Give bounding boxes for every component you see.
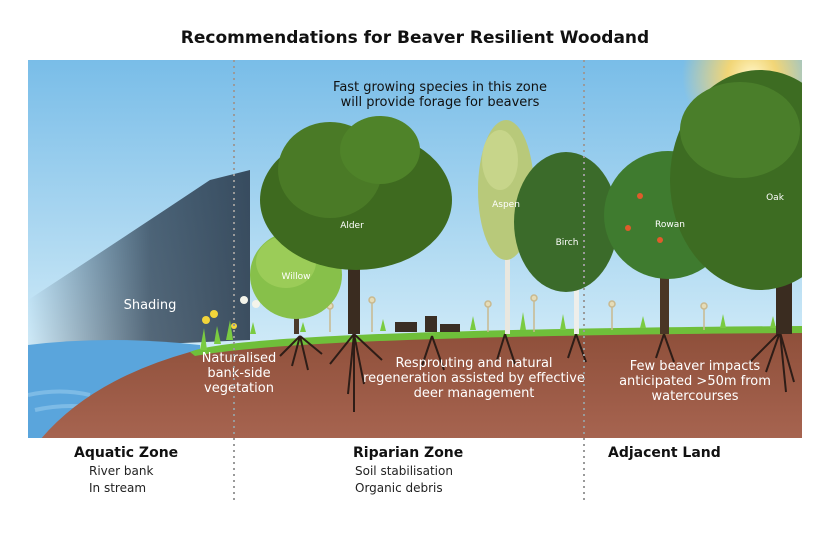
page-title: Recommendations for Beaver Resilient Woo… (180, 28, 650, 48)
zone-item-soil-stabilisation: Soil stabilisation (355, 464, 453, 478)
tree-oak (670, 70, 802, 334)
tree-label-aspen: Aspen (492, 200, 520, 210)
svg-text:vegetation: vegetation (204, 381, 274, 396)
svg-text:regeneration assisted by effec: regeneration assisted by effective (363, 371, 585, 386)
svg-text:Resprouting and natural: Resprouting and natural (395, 356, 552, 371)
zone-item-organic-debris: Organic debris (355, 481, 443, 495)
tree-alder (260, 116, 452, 334)
svg-text:watercourses: watercourses (652, 389, 739, 404)
tree-roots (279, 331, 795, 412)
zone-item-river-bank: River bank (89, 464, 154, 478)
bank-vegetation-note: Naturalised bank-side vegetation (202, 351, 277, 396)
tree-label-birch: Birch (556, 238, 579, 248)
tree-label-willow: Willow (281, 272, 310, 282)
svg-text:bank-side: bank-side (207, 366, 270, 381)
svg-text:Few beaver impacts: Few beaver impacts (630, 359, 761, 374)
log-stumps-icon (395, 316, 460, 332)
tree-label-rowan: Rowan (655, 220, 685, 230)
tree-label-oak: Oak (766, 193, 785, 203)
svg-text:Fast growing species in this z: Fast growing species in this zone (333, 80, 547, 95)
zone-title-riparian: Riparian Zone (353, 445, 464, 461)
grass (190, 326, 802, 356)
riparian-regeneration-note: Resprouting and natural regeneration ass… (363, 356, 585, 401)
svg-text:deer management: deer management (414, 386, 535, 401)
yellow-flowers-icon (202, 310, 237, 329)
forage-note: Fast growing species in this zone will p… (333, 80, 547, 110)
zone-title-aquatic: Aquatic Zone (74, 445, 179, 461)
zone-item-in-stream: In stream (89, 481, 147, 495)
tree-birch (514, 152, 618, 334)
soil (41, 330, 802, 438)
tree-label-alder: Alder (340, 221, 364, 231)
adjacent-land-note: Few beaver impacts anticipated >50m from… (619, 359, 771, 404)
svg-text:anticipated >50m from: anticipated >50m from (619, 374, 771, 389)
shading-label: Shading (124, 298, 177, 313)
svg-text:will provide forage for beaver: will provide forage for beavers (341, 95, 540, 110)
zone-title-adjacent: Adjacent Land (608, 445, 721, 461)
shading-area (28, 170, 250, 350)
svg-text:Naturalised: Naturalised (202, 351, 277, 366)
